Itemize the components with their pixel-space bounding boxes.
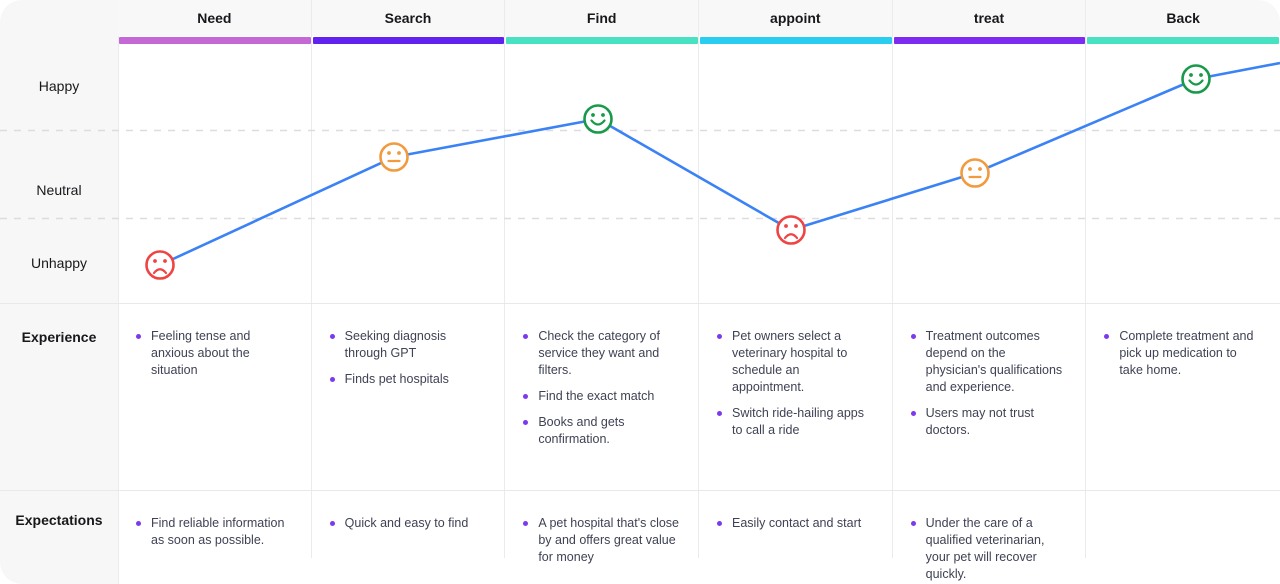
stage-color-bar <box>893 37 1086 44</box>
bullet-item: Seeking diagnosis through GPT <box>328 328 488 362</box>
column-divider <box>312 0 506 558</box>
stage-color-bar <box>312 37 505 44</box>
bullet-item: Pet owners select a veterinary hospital … <box>715 328 875 396</box>
bullet-item: Find the exact match <box>521 388 681 405</box>
stage-column-appoint: appoint <box>699 0 893 44</box>
stage-column-treat: treat <box>892 0 1087 44</box>
row-divider <box>0 490 1280 491</box>
stage-title: Search <box>311 0 506 36</box>
bullet-item: Quick and easy to find <box>328 515 488 532</box>
experience-row: Feeling tense and anxious about the situ… <box>118 304 1280 490</box>
stage-column-search: Search <box>311 0 506 44</box>
expectations-cell-back <box>1086 491 1280 584</box>
bullet-item: Easily contact and start <box>715 515 875 532</box>
left-label-rail <box>0 0 119 584</box>
stage-color-bar <box>1087 37 1279 44</box>
emotion-label-neutral: Neutral <box>36 182 82 198</box>
stage-color-bar <box>700 37 892 44</box>
column-divider <box>118 0 312 558</box>
bullet-item: Find reliable information as soon as pos… <box>134 515 294 549</box>
stage-title: appoint <box>699 0 893 36</box>
stage-title: Need <box>118 0 312 36</box>
stage-title: treat <box>892 0 1087 36</box>
bullet-item: Finds pet hospitals <box>328 371 488 388</box>
experience-cell-search: Seeking diagnosis through GPT Finds pet h… <box>312 304 506 490</box>
stage-color-bar <box>506 37 698 44</box>
emotion-label-happy: Happy <box>38 78 80 94</box>
stage-title: Find <box>505 0 699 36</box>
row-divider <box>0 303 1280 304</box>
row-label-expectations: Expectations <box>15 512 103 528</box>
bullet-item: A pet hospital that's close by and offer… <box>521 515 681 566</box>
emotion-label-unhappy: Unhappy <box>30 255 88 271</box>
experience-cell-treat: Treatment outcomes depend on the physici… <box>893 304 1087 490</box>
bullet-item: Check the category of service they want … <box>521 328 681 379</box>
experience-cell-need: Feeling tense and anxious about the situ… <box>118 304 312 490</box>
experience-cell-find: Check the category of service they want … <box>505 304 699 490</box>
bullet-item: Books and gets confirmation. <box>521 414 681 448</box>
bullet-item: Feeling tense and anxious about the situ… <box>134 328 294 379</box>
expectations-cell-appoint: Easily contact and start <box>699 491 893 584</box>
column-divider <box>699 0 893 558</box>
bullet-item: Treatment outcomes depend on the physici… <box>909 328 1069 396</box>
expectations-cell-find: A pet hospital that's close by and offer… <box>505 491 699 584</box>
bullet-item: Users may not trust doctors. <box>909 405 1069 439</box>
column-divider <box>893 0 1087 558</box>
experience-cell-back: Complete treatment and pick up medicatio… <box>1086 304 1280 490</box>
stage-header-row: Need Search Find appoint treat Back <box>118 0 1280 44</box>
stage-title: Back <box>1086 0 1280 36</box>
bullet-item: Under the care of a qualified veterinari… <box>909 515 1069 583</box>
stage-column-need: Need <box>118 0 312 44</box>
stage-column-back: Back <box>1086 0 1280 44</box>
column-dividers <box>118 0 1280 558</box>
stage-column-find: Find <box>505 0 699 44</box>
expectations-row: Find reliable information as soon as pos… <box>118 491 1280 581</box>
stage-color-bar <box>119 37 311 44</box>
experience-cell-appoint: Pet owners select a veterinary hospital … <box>699 304 893 490</box>
bullet-item: Complete treatment and pick up medicatio… <box>1102 328 1262 379</box>
expectations-cell-treat: Under the care of a qualified veterinari… <box>893 491 1087 584</box>
expectations-cell-search: Quick and easy to find <box>312 491 506 584</box>
expectations-cell-need: Find reliable information as soon as pos… <box>118 491 312 584</box>
bullet-item: Switch ride-hailing apps to call a ride <box>715 405 875 439</box>
row-label-experience: Experience <box>21 329 97 345</box>
column-divider <box>505 0 699 558</box>
